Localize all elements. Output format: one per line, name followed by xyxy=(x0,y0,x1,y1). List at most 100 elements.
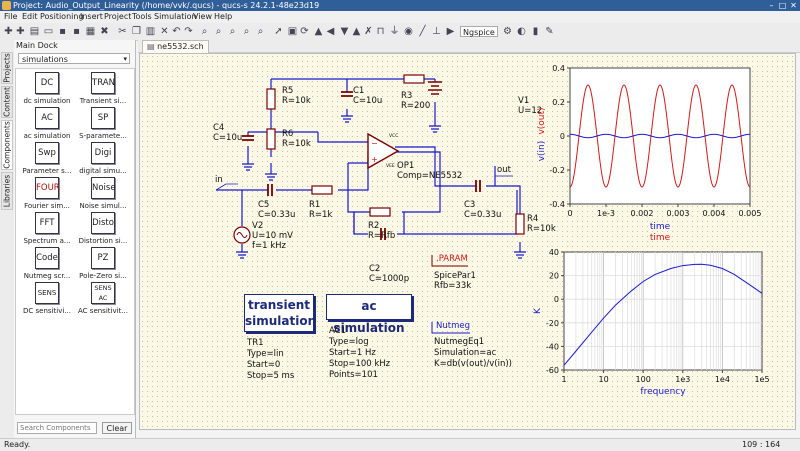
category-select[interactable]: simulations ▾ xyxy=(18,53,130,64)
param-value: Rfb=33k xyxy=(434,281,472,291)
wire xyxy=(216,152,369,191)
ac-simulation-block[interactable]: ac simulation xyxy=(326,294,412,335)
tab-content[interactable]: Content xyxy=(1,86,13,118)
insert-equation-icon[interactable]: ⊓ xyxy=(376,26,385,37)
zoom-out-icon[interactable]: ⌕ xyxy=(243,26,250,37)
tab-components[interactable]: Components xyxy=(1,120,13,170)
clear-button[interactable]: Clear xyxy=(102,422,132,434)
zoom-reset-icon[interactable]: ⌕ xyxy=(257,26,264,37)
cut-icon[interactable]: ✂ xyxy=(118,26,127,37)
mirror-y-icon[interactable]: ◀ xyxy=(326,26,335,37)
save-all-icon[interactable]: ▪ xyxy=(73,26,80,37)
y-tick-label: -0.2 xyxy=(549,166,565,175)
rotate-icon[interactable]: ⟳ xyxy=(300,26,309,37)
wire-icon[interactable]: ╱ xyxy=(419,26,426,37)
menu-positioning[interactable]: Positioning xyxy=(40,12,84,21)
dc-sim-icon: DC xyxy=(35,72,59,94)
maximize-button[interactable]: □ xyxy=(778,1,787,10)
close-file-icon[interactable]: ✖ xyxy=(100,26,109,37)
delete-icon[interactable]: ✕ xyxy=(160,26,169,37)
marker-icon[interactable]: ✎ xyxy=(545,26,554,37)
new-text-icon[interactable]: ▤ xyxy=(29,26,40,37)
tab-ne5532-sch[interactable]: ▤ ne5532.sch xyxy=(142,40,209,53)
x-tick-label: 1 xyxy=(561,375,566,384)
menu-view[interactable]: View xyxy=(193,12,212,21)
transient-simulation-block[interactable]: transient simulation xyxy=(244,294,316,332)
select-icon[interactable]: ➚ xyxy=(274,26,283,37)
sweep-icon: Swp xyxy=(35,142,59,164)
undo-icon[interactable]: ↶ xyxy=(172,26,181,37)
zoom-area-icon[interactable]: ⌕ xyxy=(215,26,222,37)
save-icon[interactable]: ▪ xyxy=(59,26,66,37)
simulator-select[interactable]: Ngspice xyxy=(460,26,498,37)
zoom-fit-icon[interactable]: ⌕ xyxy=(201,26,208,37)
exit-subcircuit-icon[interactable]: ▲ xyxy=(352,26,361,37)
simulate-icon[interactable]: ▶ xyxy=(446,26,455,37)
menu-simulation[interactable]: Simulation xyxy=(154,12,197,21)
new-project-icon[interactable]: ✚ xyxy=(4,26,13,37)
label-line-in xyxy=(215,183,238,191)
redo-icon[interactable]: ↷ xyxy=(184,26,193,37)
menu-tools[interactable]: Tools xyxy=(132,12,152,21)
fourier-sim-icon: FOUR xyxy=(35,177,60,199)
component-label: Distortion si... xyxy=(78,237,128,245)
wire-label-in[interactable]: in xyxy=(215,175,223,185)
series-line-vin xyxy=(569,133,751,139)
print-icon[interactable]: ▦ xyxy=(85,26,96,37)
wire-label-out[interactable]: out xyxy=(497,165,511,175)
ac-points: Points=101 xyxy=(329,370,378,380)
component-label: AC sensitivit... xyxy=(78,307,128,315)
label-c4-name: C4 xyxy=(213,123,225,133)
enter-subcircuit-icon[interactable]: ▼ xyxy=(340,26,349,37)
component-label: digital simu... xyxy=(79,167,127,175)
nutmeg-header[interactable]: Nutmeg xyxy=(436,321,470,331)
label-line-out xyxy=(494,166,513,177)
param-header[interactable]: .PARAM xyxy=(436,254,468,264)
edit-properties-icon[interactable]: ▣ xyxy=(287,26,298,37)
menu-file[interactable]: File xyxy=(4,12,18,21)
menu-edit[interactable]: Edit xyxy=(22,12,38,21)
tab-libraries[interactable]: Libraries xyxy=(1,172,13,210)
tab-projects[interactable]: Projects xyxy=(1,52,13,84)
new-file-icon[interactable]: ✚ xyxy=(16,26,25,37)
menu-help[interactable]: Help xyxy=(214,12,233,21)
ground xyxy=(341,115,353,123)
menu-project[interactable]: Project xyxy=(104,12,132,21)
copy-icon[interactable]: ❐ xyxy=(132,26,141,37)
y-tick-label: 40 xyxy=(549,248,559,257)
tune-icon[interactable]: ▮ xyxy=(532,26,539,37)
ground xyxy=(265,173,277,181)
wire-label-icon[interactable]: ⊥ xyxy=(432,26,441,37)
menu-insert[interactable]: Insert xyxy=(80,12,103,21)
zoom-in-icon[interactable]: ⌕ xyxy=(229,26,236,37)
show-data-icon[interactable]: ◐ xyxy=(517,26,526,37)
close-button[interactable]: ✕ xyxy=(790,1,797,10)
insert-port-icon[interactable]: ◉ xyxy=(404,26,413,37)
open-file-icon[interactable]: ▭ xyxy=(43,26,54,37)
search-components-input[interactable] xyxy=(17,422,97,434)
label-r2-name: R2 xyxy=(368,221,380,231)
simulator-settings-icon[interactable]: ⚙ xyxy=(503,26,512,37)
minimize-button[interactable]: – xyxy=(769,1,774,10)
insert-ground-icon[interactable]: ⏚ xyxy=(389,26,400,37)
schematic-canvas[interactable]: − + R5 R=10k R6 R=10k C1 C=10u R3 R=200 … xyxy=(139,53,796,430)
paste-icon[interactable]: ▥ xyxy=(145,26,156,37)
activate-icon[interactable]: ✗ xyxy=(364,26,373,37)
mirror-x-icon[interactable]: ▲ xyxy=(314,26,323,37)
